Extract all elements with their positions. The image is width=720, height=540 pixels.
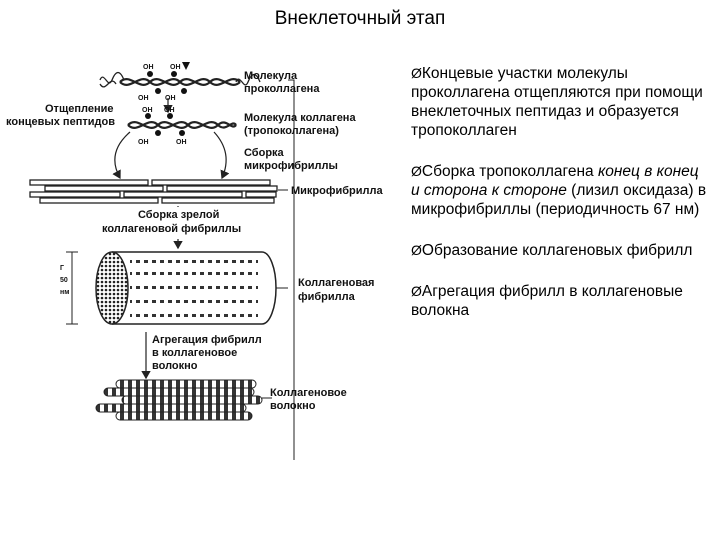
bullet-text-italic: конец в конец и сторона к стороне: [411, 163, 699, 199]
label-mature-fibril-2: коллагеновой фибриллы: [102, 223, 241, 235]
procollagen-molecule: OH OH OH OH: [99, 62, 261, 102]
bullet-item: ØСборка тропоколлагена конец в конец и с…: [411, 162, 711, 219]
oh-label: OH: [164, 107, 175, 114]
scale-value: 50: [60, 277, 68, 284]
bullet-text: Образование коллагеновых фибрилл: [421, 242, 693, 259]
oh-label: OH: [143, 64, 154, 71]
label-collagen-fibril-1: Коллагеновая: [298, 277, 374, 289]
oh-label: OH: [138, 95, 149, 102]
label-procollagen-2: проколлагена: [244, 83, 320, 95]
label-microfibril-assembly-1: Сборка: [244, 147, 285, 159]
label-collagen-molecule-2: (тропоколлагена): [244, 125, 339, 137]
bullet-item: ØКонцевые участки молекулы проколлагена …: [411, 64, 711, 140]
microfibril-graphic: [29, 179, 278, 204]
label-collagen-molecule-1: Молекула коллагена: [244, 112, 356, 124]
bullet-arrow-icon: Ø: [411, 65, 422, 81]
oh-label: OH: [165, 95, 176, 102]
bullet-item: ØАгрегация фибрилл в коллагеновые волокн…: [411, 282, 711, 320]
collagen-fiber-graphic: [95, 379, 263, 421]
scale-mark: Г: [60, 265, 64, 272]
oh-label: OH: [176, 139, 187, 146]
bullet-arrow-icon: Ø: [411, 283, 422, 299]
label-collagen-fibril-2: фибрилла: [298, 291, 356, 303]
label-procollagen-1: Молекула: [244, 70, 298, 82]
collagen-assembly-diagram: OH OH OH OH OH OH OH OH: [6, 62, 384, 460]
label-mature-fibril-1: Сборка зрелой: [138, 209, 219, 221]
label-aggregation-2: в коллагеновое: [152, 347, 237, 359]
scale-unit: нм: [60, 289, 69, 296]
tropocollagen-molecule: OH OH OH OH: [127, 107, 237, 146]
bullet-arrow-icon: Ø: [411, 242, 422, 258]
bullet-text: Концевые участки молекулы проколлагена о…: [411, 65, 703, 139]
oh-label: OH: [138, 139, 149, 146]
collagen-fibril-graphic: [95, 251, 277, 325]
oh-label: OH: [142, 107, 153, 114]
label-microfibril-assembly-2: микрофибриллы: [244, 160, 338, 172]
assembly-arrow-right: [213, 131, 230, 180]
bullet-text: Агрегация фибрилл в коллагеновые волокна: [411, 283, 683, 319]
label-collagen-fiber-1: Коллагеновое: [270, 387, 347, 399]
bullet-item: ØОбразование коллагеновых фибрилл: [411, 241, 711, 260]
bullet-text: (лизил оксидаза) в микрофибриллы (период…: [411, 182, 707, 218]
scale-bar: Г 50 нм: [60, 251, 78, 325]
label-aggregation-1: Агрегация фибрилл: [152, 334, 262, 346]
slide-title: Внеклеточный этап: [274, 8, 446, 29]
assembly-arrow-left: [112, 131, 131, 180]
label-microfibril: Микрофибрилла: [291, 185, 384, 197]
bullet-text: Сборка тропоколлагена: [421, 163, 598, 180]
label-collagen-fiber-2: волокно: [270, 400, 316, 412]
bullet-list: ØКонцевые участки молекулы проколлагена …: [411, 64, 711, 342]
bullet-arrow-icon: Ø: [411, 163, 422, 179]
label-aggregation-3: волокно: [152, 360, 198, 372]
label-cleavage-2: концевых пептидов: [6, 116, 115, 128]
label-cleavage-1: Отщепление: [45, 103, 113, 115]
oh-label: OH: [170, 64, 181, 71]
